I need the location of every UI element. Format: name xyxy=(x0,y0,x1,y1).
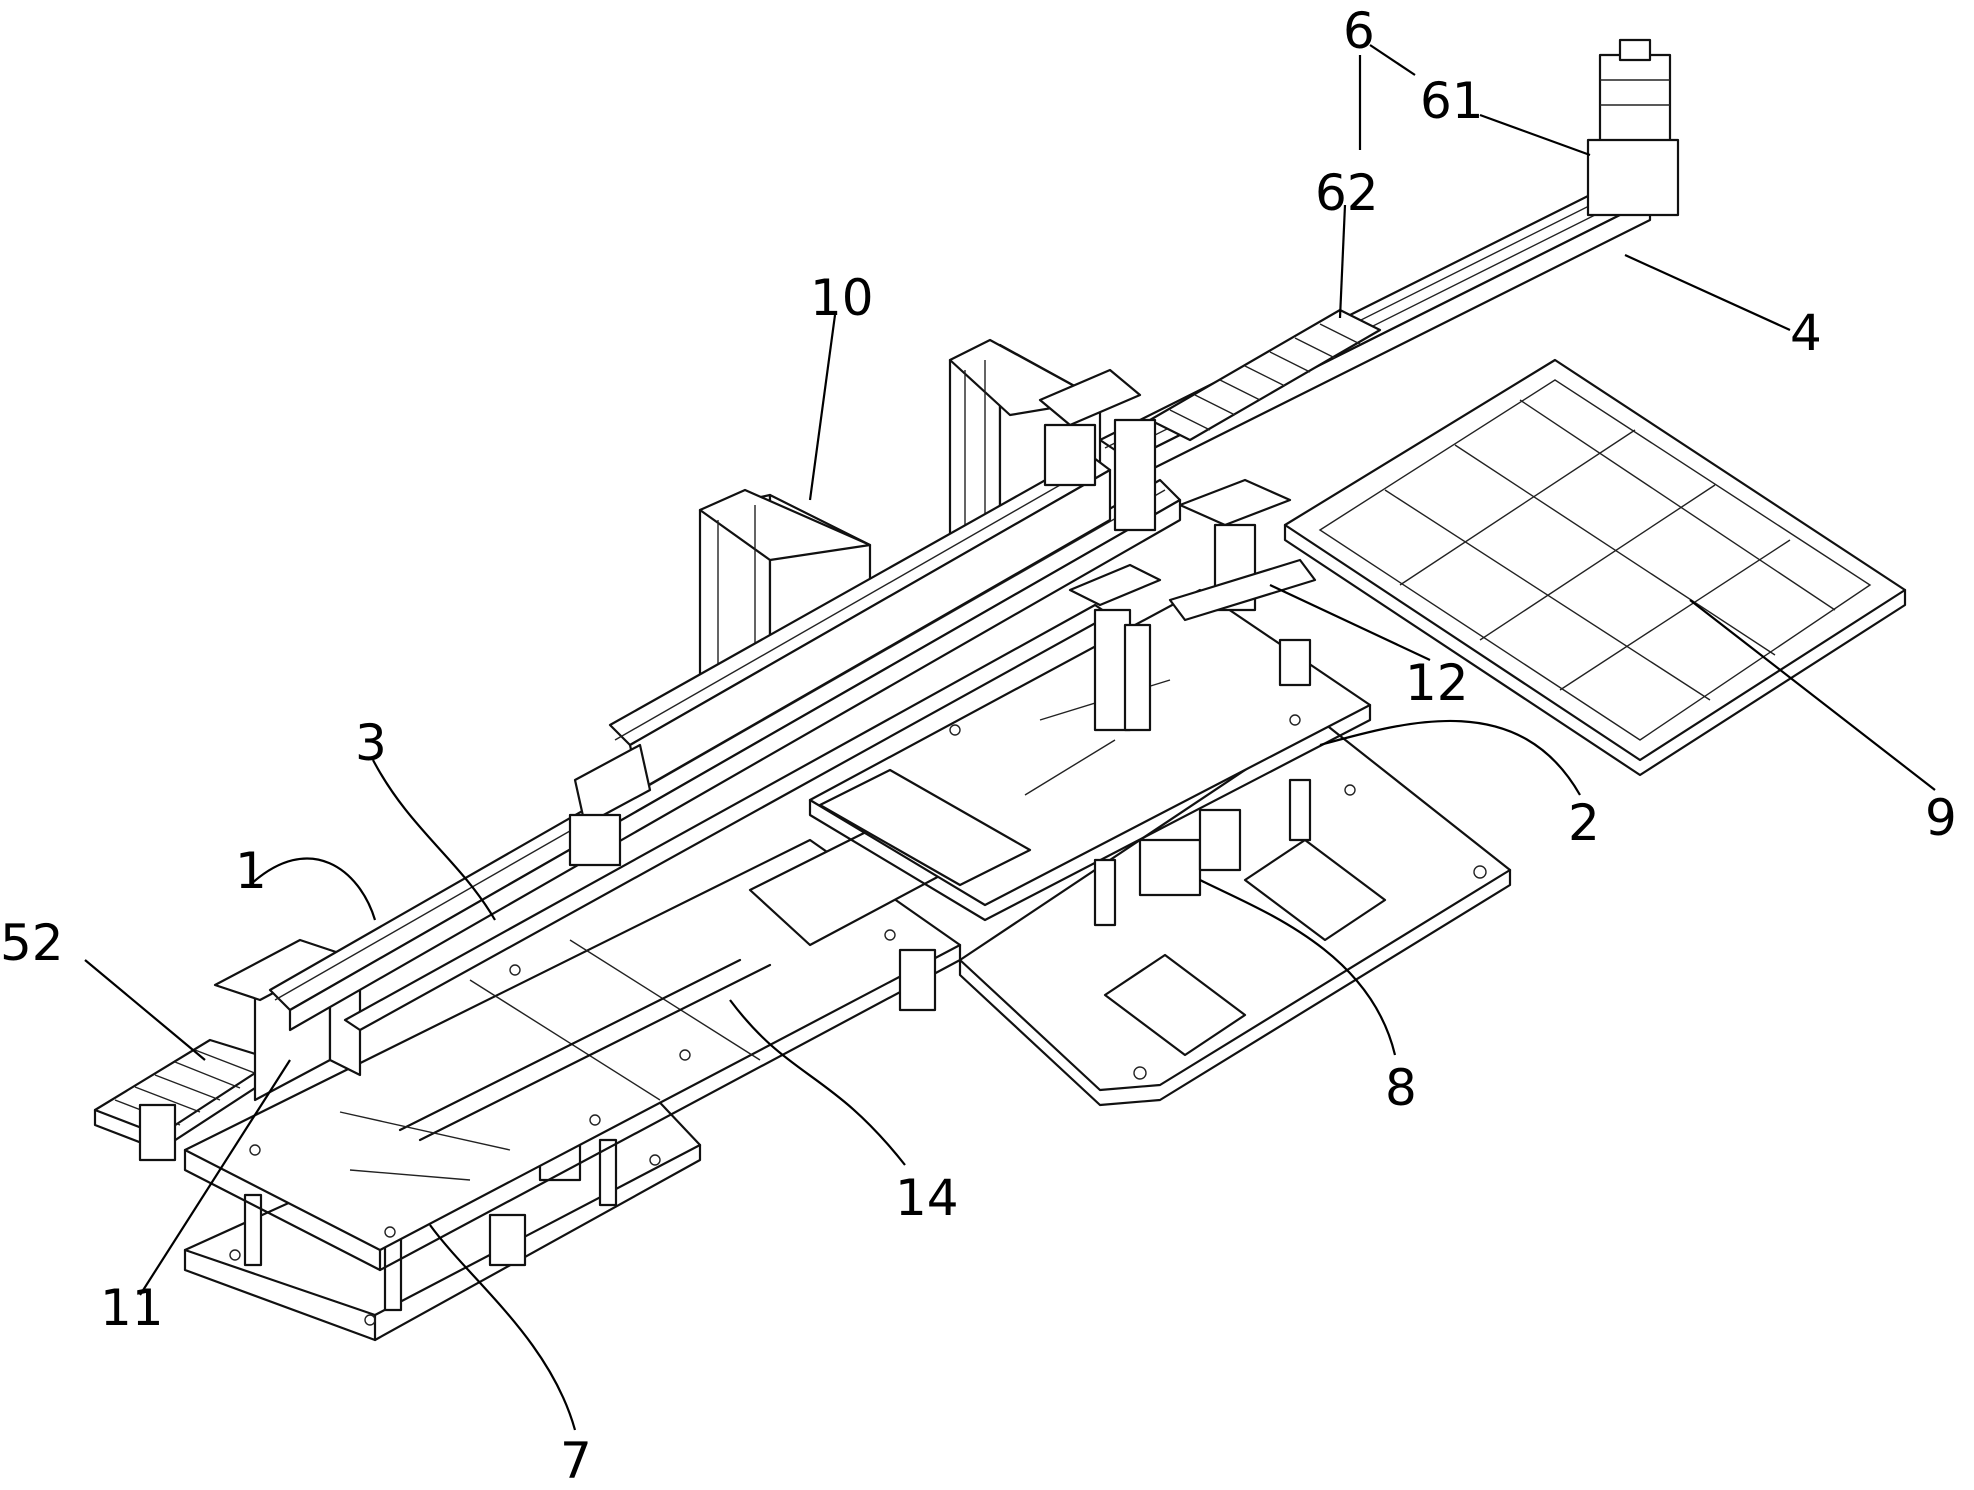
label-7: 7 xyxy=(560,1432,592,1490)
gantry-carriage xyxy=(1038,368,1157,532)
label-14: 14 xyxy=(895,1169,959,1227)
label-12: 12 xyxy=(1405,654,1469,712)
leader-6 xyxy=(1369,44,1416,76)
label-10: 10 xyxy=(810,269,874,327)
leader-2 xyxy=(1319,719,1581,796)
leader-52 xyxy=(84,959,206,1061)
servo-motor xyxy=(1586,38,1680,217)
leader-12 xyxy=(1269,584,1431,661)
leader-1 xyxy=(249,857,377,921)
leader-4 xyxy=(1624,253,1791,332)
pick-head xyxy=(1068,563,1162,732)
label-1: 1 xyxy=(235,842,267,900)
label-52: 52 xyxy=(0,914,64,972)
upper-cable-chain xyxy=(1148,308,1382,442)
label-62: 62 xyxy=(1315,164,1379,222)
leader-11 xyxy=(139,1059,291,1296)
leader-14 xyxy=(729,999,906,1166)
leader-3 xyxy=(372,759,496,921)
label-4: 4 xyxy=(1790,304,1822,362)
leader-61 xyxy=(1479,113,1591,157)
material-tray xyxy=(1283,358,1907,777)
label-9: 9 xyxy=(1925,789,1957,847)
leader-10 xyxy=(808,314,837,501)
leader-62 xyxy=(1338,204,1347,319)
main-gantry-beam xyxy=(268,478,1182,1032)
label-11: 11 xyxy=(100,1279,164,1337)
module-2-plate xyxy=(808,588,1372,922)
label-2: 2 xyxy=(1568,794,1600,852)
upper-gantry-beam xyxy=(568,453,1112,867)
module-8-drive xyxy=(1093,778,1312,927)
label-3: 3 xyxy=(355,714,387,772)
module-12-cylinder xyxy=(1168,478,1317,687)
frame-tower-left xyxy=(698,488,872,677)
label-6: 6 xyxy=(1343,2,1375,60)
leader-8 xyxy=(1199,879,1397,1056)
label-8: 8 xyxy=(1385,1059,1417,1117)
leader-lines xyxy=(84,44,1936,1431)
label-61: 61 xyxy=(1420,72,1484,130)
leader-9 xyxy=(1689,599,1936,791)
leader-7 xyxy=(429,1224,577,1431)
right-base-plate xyxy=(958,718,1512,1107)
